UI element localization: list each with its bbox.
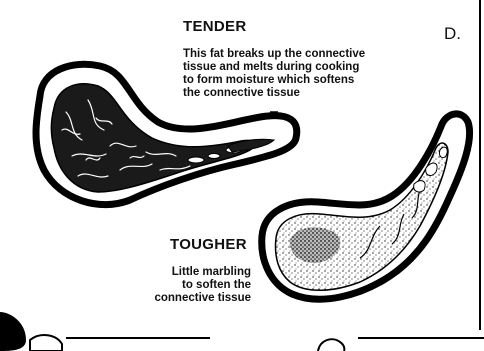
bottom-edge-fragment bbox=[0, 312, 484, 351]
tender-line: the connective tissue bbox=[183, 87, 365, 100]
tougher-line: Little marbling bbox=[120, 266, 251, 279]
tender-description: This fat breaks up the connective tissue… bbox=[183, 48, 365, 100]
tougher-description: Little marbling to soften the connective… bbox=[120, 266, 251, 305]
tender-line: tissue and melts during cooking bbox=[183, 61, 365, 74]
tougher-heading: TOUGHER bbox=[170, 236, 247, 253]
tender-line: to form moisture which softens bbox=[183, 74, 365, 87]
tougher-line: connective tissue bbox=[120, 292, 251, 305]
tender-heading: TENDER bbox=[183, 18, 246, 35]
tender-line: This fat breaks up the connective bbox=[183, 48, 365, 61]
panel-letter: D. bbox=[444, 24, 461, 44]
tougher-line: to soften the bbox=[120, 279, 251, 292]
